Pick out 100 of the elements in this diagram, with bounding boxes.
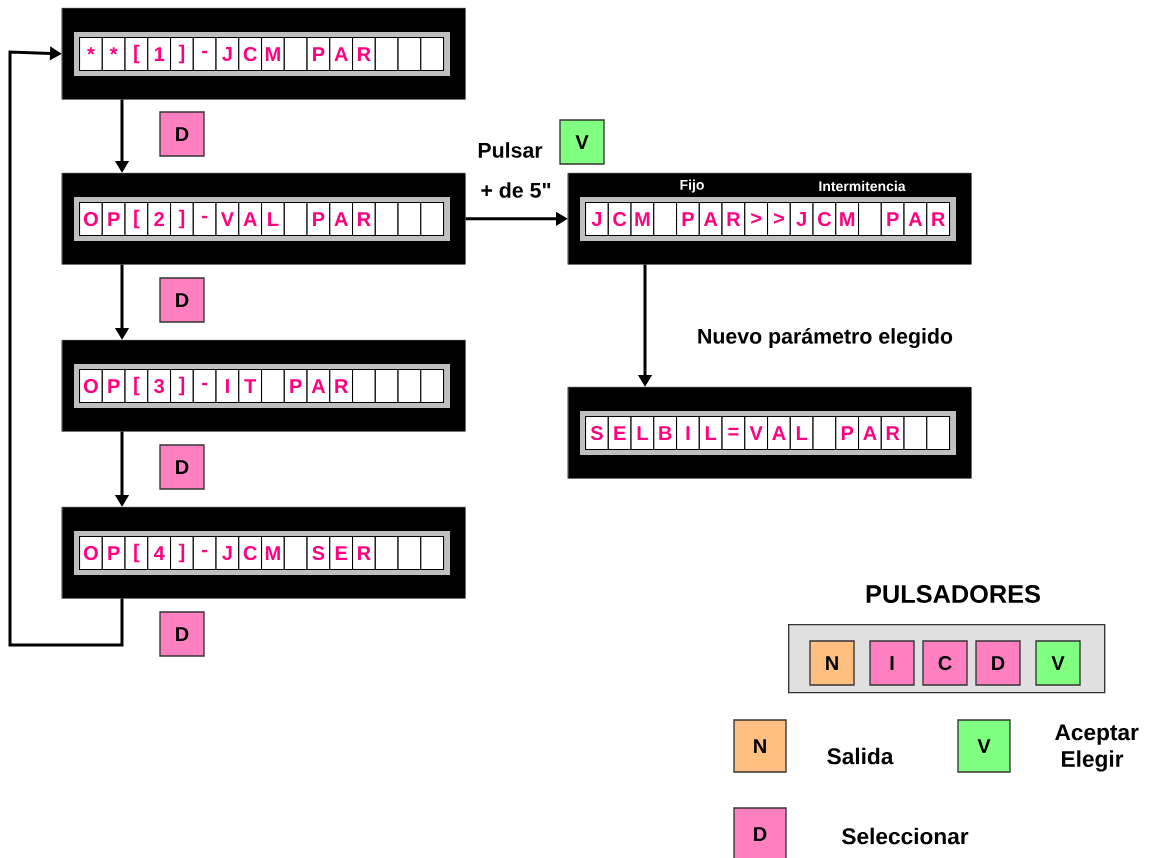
arrow — [8, 46, 124, 647]
character-cell: M — [630, 202, 655, 237]
character-cell: 1 — [147, 37, 172, 72]
character-cell: A — [767, 416, 791, 451]
key-label: D — [159, 277, 205, 323]
key-caption: Aceptar Elegir — [1055, 724, 1139, 772]
character-cell: - — [192, 369, 217, 404]
character-cell — [374, 369, 399, 404]
character-cell: O — [79, 536, 103, 571]
character-cell: R — [880, 416, 905, 451]
character-cell: T — [238, 369, 263, 404]
character-cell — [397, 37, 422, 72]
character-cell: S — [306, 536, 331, 571]
character-cell: R — [721, 202, 746, 237]
character-cell: O — [79, 369, 103, 404]
key-button: V — [1035, 640, 1081, 686]
key-button: C — [922, 640, 968, 686]
character-cell: E — [607, 416, 632, 451]
character-cell: P — [101, 536, 126, 571]
character-cell — [374, 536, 399, 571]
key-button: D — [975, 640, 1021, 686]
character-cell: > — [744, 202, 769, 237]
character-cell: V — [215, 202, 240, 237]
character-cell: A — [238, 202, 263, 237]
key-label: D — [159, 111, 205, 157]
character-cell: I — [676, 416, 700, 451]
character-cell: 3 — [147, 369, 172, 404]
character-cell: - — [192, 37, 217, 72]
character-cell: L — [261, 202, 285, 237]
character-cell: J — [585, 202, 609, 237]
character-cell — [420, 202, 445, 237]
character-cell — [283, 536, 308, 571]
character-cell: * — [79, 37, 103, 72]
character-cell: [ — [124, 536, 149, 571]
character-cell: B — [653, 416, 678, 451]
character-cell: ] — [170, 37, 194, 72]
character-cell: M — [261, 536, 285, 571]
character-cell — [374, 37, 399, 72]
character-cell: R — [926, 202, 951, 237]
key-label: D — [159, 444, 205, 490]
character-cell — [420, 536, 445, 571]
character-cell: L — [789, 416, 814, 451]
node-label: PULSADORES — [866, 585, 1040, 603]
character-cell: R — [352, 202, 376, 237]
character-cell: E — [329, 536, 354, 571]
character-cell: J — [789, 202, 814, 237]
character-cell: A — [329, 202, 354, 237]
character-cell: R — [352, 536, 376, 571]
key-button: N — [733, 719, 787, 773]
character-cell: C — [607, 202, 632, 237]
character-cell: V — [744, 416, 769, 451]
character-cell: I — [215, 369, 240, 404]
character-cell: M — [835, 202, 860, 237]
character-cell: P — [101, 202, 126, 237]
character-cell: P — [306, 202, 331, 237]
character-cell — [397, 369, 422, 404]
character-cell — [374, 202, 399, 237]
character-cell: C — [238, 37, 263, 72]
character-cell: P — [283, 369, 308, 404]
character-cell: C — [238, 536, 263, 571]
character-cell: - — [192, 202, 217, 237]
character-cell: C — [812, 202, 837, 237]
character-cell — [420, 369, 445, 404]
character-cell — [858, 202, 882, 237]
key-caption: Seleccionar — [842, 827, 969, 845]
character-cell: P — [676, 202, 700, 237]
character-cell: [ — [124, 37, 149, 72]
character-cell — [812, 416, 837, 451]
character-cell — [926, 416, 951, 451]
character-cell: 4 — [147, 536, 172, 571]
key-button: V — [957, 719, 1011, 773]
character-cell: - — [192, 536, 217, 571]
key-button: D — [733, 807, 787, 858]
character-cell: S — [585, 416, 609, 451]
character-cell: J — [215, 536, 240, 571]
character-cell: P — [880, 202, 905, 237]
character-cell: L — [630, 416, 655, 451]
character-cell: * — [101, 37, 126, 72]
character-cell: O — [79, 202, 103, 237]
character-cell — [283, 202, 308, 237]
key-button: V — [559, 119, 605, 165]
character-cell — [397, 536, 422, 571]
character-cell: R — [329, 369, 354, 404]
character-cell — [653, 202, 678, 237]
character-cell: ] — [170, 369, 194, 404]
text-label: Pulsar — [478, 142, 543, 158]
character-cell: M — [261, 37, 285, 72]
character-cell: [ — [124, 369, 149, 404]
character-cell: > — [767, 202, 791, 237]
character-cell: A — [858, 416, 882, 451]
character-cell: L — [698, 416, 723, 451]
character-cell — [283, 37, 308, 72]
character-cell: J — [215, 37, 240, 72]
character-cell: R — [352, 37, 376, 72]
key-button: I — [869, 640, 915, 686]
edge-label: + de 5" — [479, 180, 553, 200]
character-cell: = — [721, 416, 746, 451]
character-cell: P — [306, 37, 331, 72]
key-button: N — [809, 640, 855, 686]
character-cell — [420, 37, 445, 72]
